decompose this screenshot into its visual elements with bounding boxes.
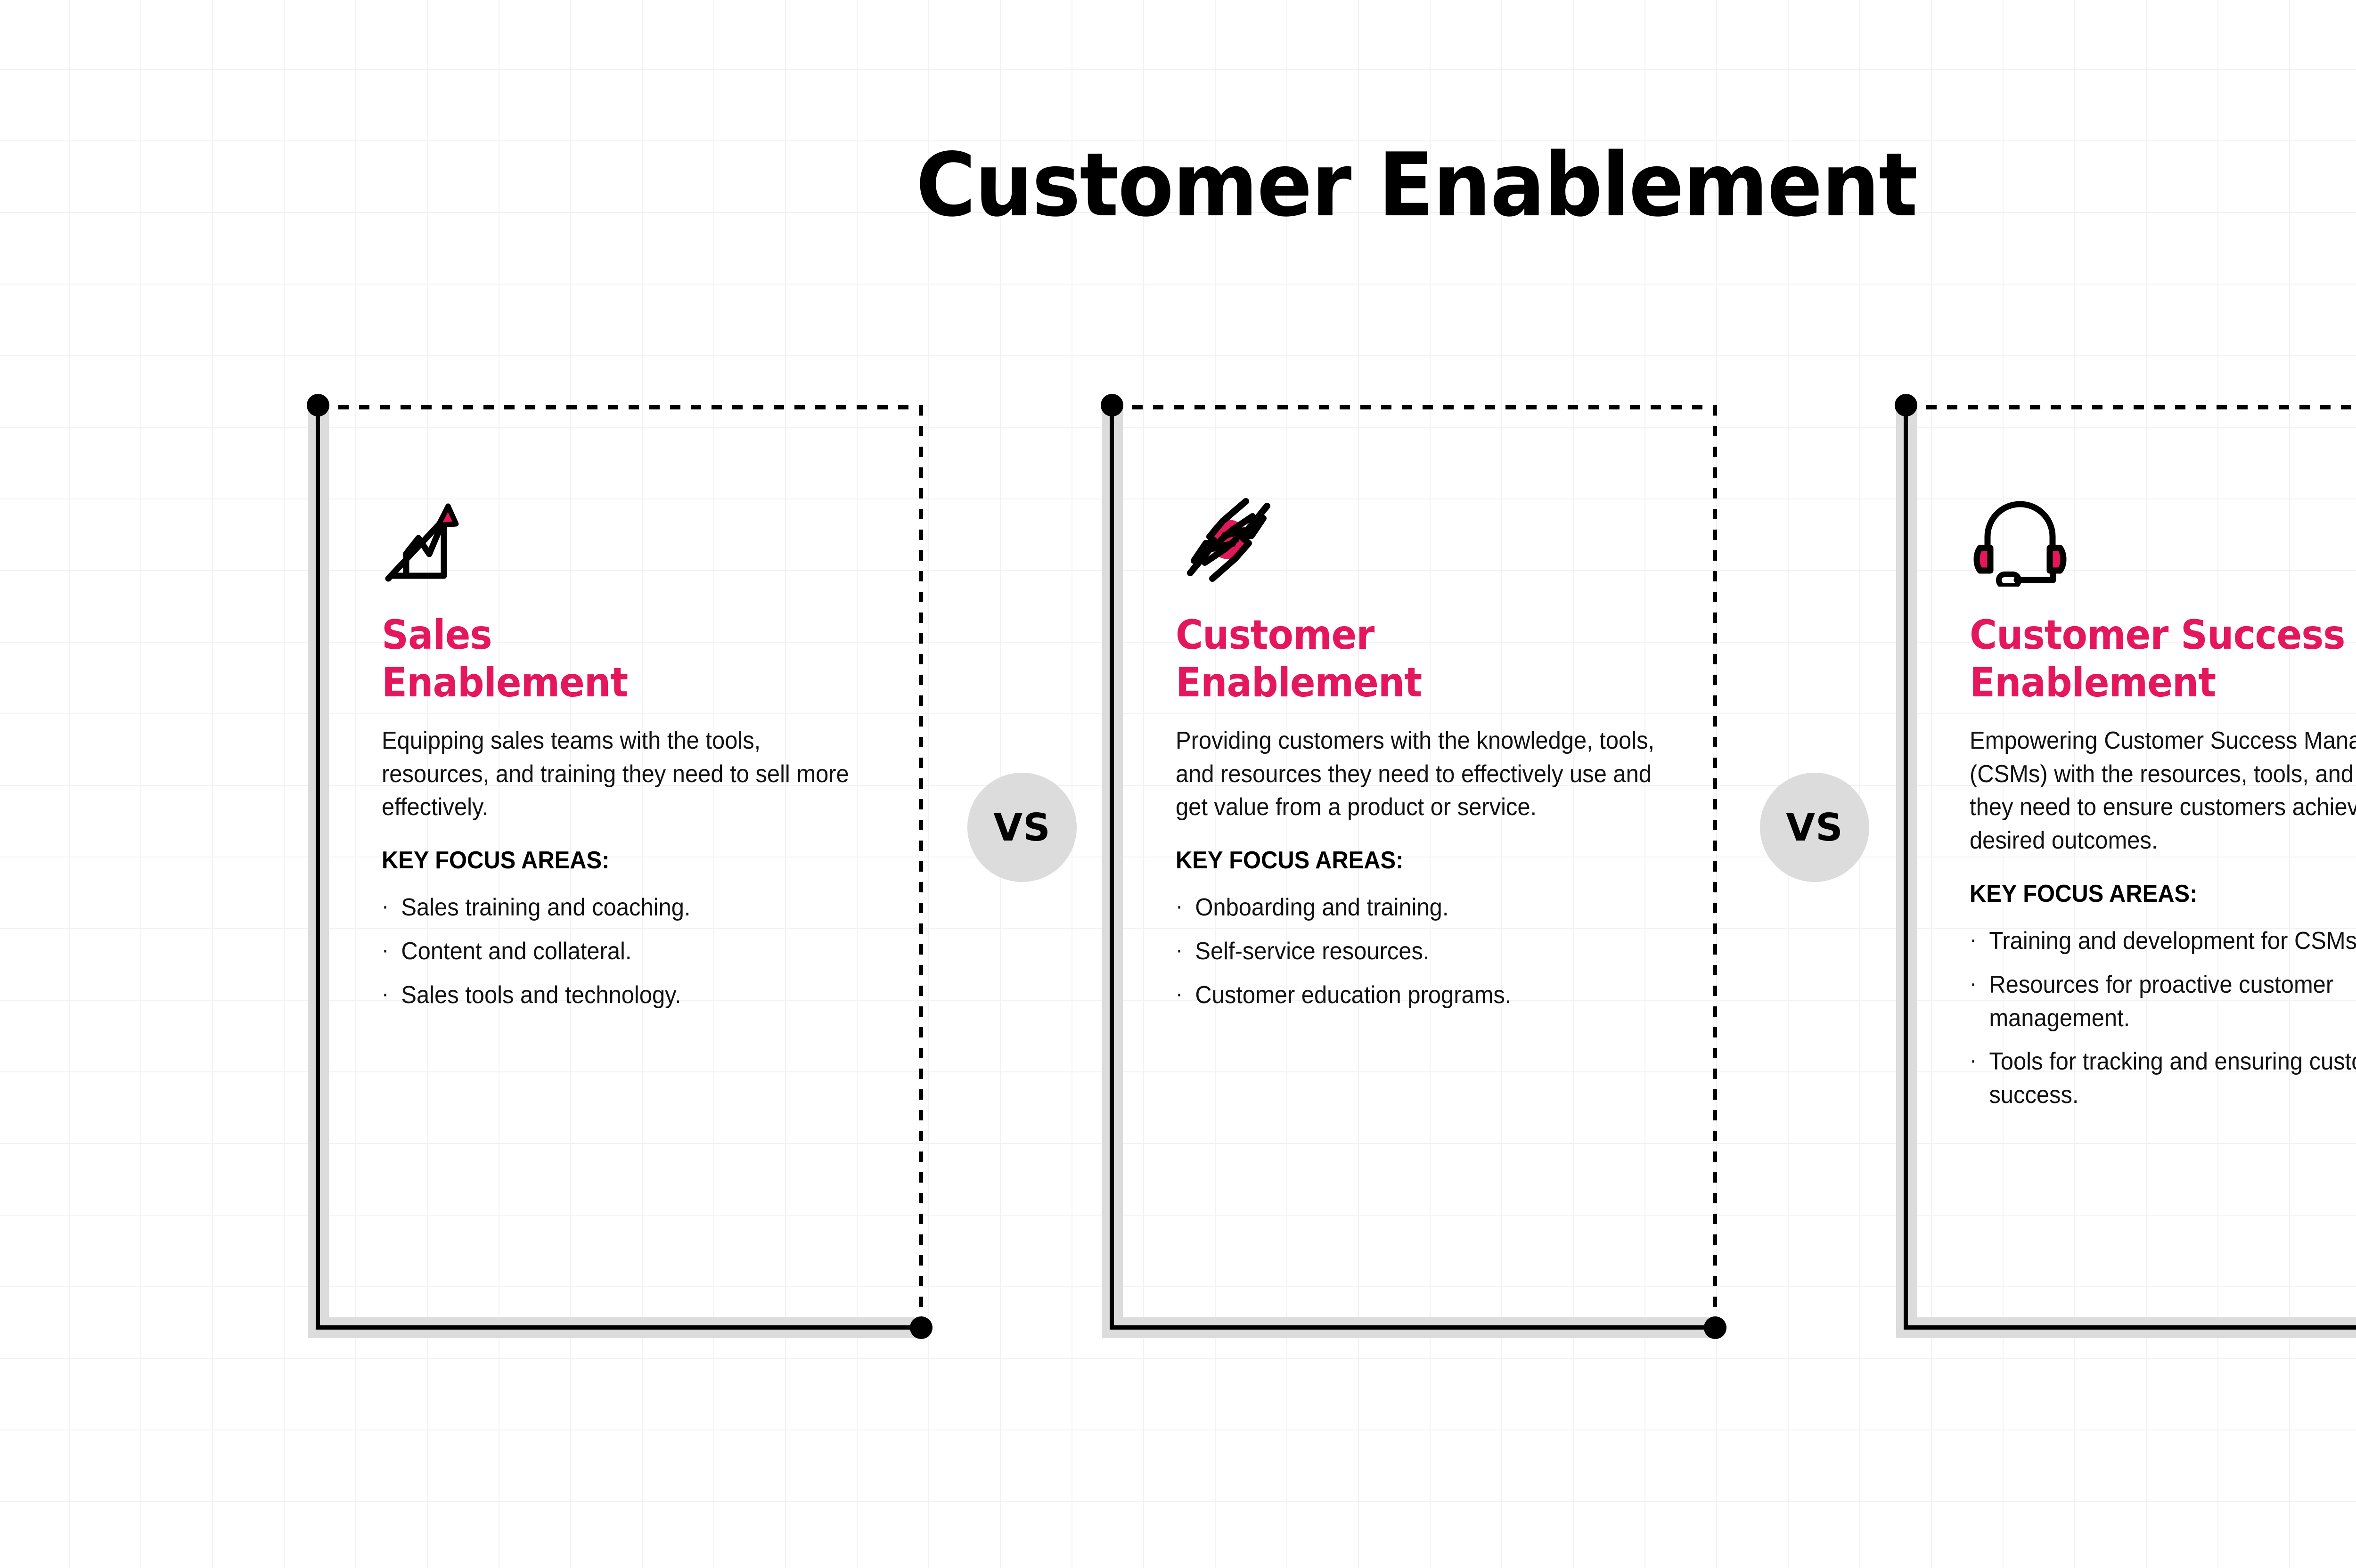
card-frame-top-dashed-edge: [1906, 405, 2356, 409]
card-description: Providing customers with the knowledge, …: [1176, 727, 1655, 821]
card-description: Empowering Customer Success Managers (CS…: [1970, 727, 2356, 855]
list-item: · Resources for proactive customer manag…: [1970, 968, 2356, 1035]
list-item-label: Tools for tracking and ensuring customer…: [1989, 1048, 2356, 1109]
card-heading: Customer Enablement: [1176, 612, 1422, 707]
comparison-card-customer-success-enablement[interactable]: Customer Success Enablement Empowering C…: [1895, 394, 2356, 1338]
list-item: · Onboarding and training.: [1176, 891, 1667, 924]
list-item: · Sales tools and technology.: [382, 979, 873, 1012]
comparison-strip: Sales Enablement Equipping sales teams w…: [0, 386, 2356, 1357]
list-item: · Content and collateral.: [382, 935, 873, 968]
bullet-point-icon: ·: [1970, 927, 1977, 953]
bullet-point-icon: ·: [382, 894, 389, 919]
card-corner-dot-bottom-right: [1704, 1316, 1726, 1339]
bullet-point-icon: ·: [1176, 981, 1183, 1006]
focus-areas-label: KEY FOCUS AREAS:: [1970, 880, 2198, 907]
list-item: · Training and development for CSMs.: [1970, 924, 2356, 958]
card-frame-bottom-edge: [1904, 1325, 2356, 1330]
card-heading: Customer Success Enablement: [1970, 612, 2345, 707]
list-item-label: Onboarding and training.: [1195, 894, 1449, 922]
hands-holding-circle-icon: [1176, 490, 1699, 608]
card-body: Sales Enablement Equipping sales teams w…: [382, 490, 905, 1022]
card-frame-right-dashed-edge: [919, 405, 923, 1330]
list-item: · Tools for tracking and ensuring custom…: [1970, 1045, 2356, 1111]
list-item-label: Resources for proactive customer managem…: [1989, 971, 2334, 1032]
card-heading: Sales Enablement: [382, 612, 628, 707]
card-frame-bottom-edge: [1110, 1325, 1715, 1330]
list-item-label: Content and collateral.: [401, 938, 632, 965]
card-frame-top-dashed-edge: [1112, 405, 1717, 409]
list-item-label: Customer education programs.: [1195, 981, 1512, 1009]
card-frame-left-edge: [1110, 405, 1114, 1330]
vs-badge-1: VS: [967, 773, 1077, 882]
bullet-point-icon: ·: [1970, 1048, 1977, 1073]
page-title: Customer Enablement: [916, 134, 1918, 236]
list-item: · Self-service resources.: [1176, 935, 1667, 968]
comparison-card-customer-enablement[interactable]: Customer Enablement Providing customers …: [1101, 394, 1726, 1339]
bullet-point-icon: ·: [1176, 938, 1183, 963]
bullet-point-icon: ·: [1970, 971, 1977, 996]
growth-chart-icon: [382, 490, 905, 608]
card-corner-dot-top-left: [1895, 394, 1917, 416]
focus-areas-label: KEY FOCUS AREAS:: [1176, 847, 1404, 874]
list-item-label: Sales training and coaching.: [401, 894, 691, 922]
vs-badge-2: VS: [1760, 773, 1869, 882]
card-corner-dot-top-left: [307, 394, 329, 416]
focus-areas-list: · Onboarding and training. · Self-servic…: [1176, 891, 1667, 1012]
list-item: · Sales training and coaching.: [382, 891, 873, 924]
card-corner-dot-top-left: [1101, 394, 1123, 416]
bullet-point-icon: ·: [382, 938, 389, 963]
card-body: Customer Success Enablement Empowering C…: [1970, 490, 2356, 1122]
list-item-label: Self-service resources.: [1195, 938, 1430, 965]
comparison-card-sales-enablement[interactable]: Sales Enablement Equipping sales teams w…: [307, 394, 933, 1339]
card-body: Customer Enablement Providing customers …: [1176, 490, 1699, 1022]
bullet-point-icon: ·: [382, 981, 389, 1006]
card-frame-top-dashed-edge: [318, 405, 923, 409]
card-frame-left-edge: [316, 405, 320, 1330]
list-item: · Customer education programs.: [1176, 979, 1667, 1012]
headset-support-icon: [1970, 490, 2356, 608]
card-frame-left-edge: [1904, 405, 1908, 1330]
list-item-label: Training and development for CSMs.: [1989, 927, 2356, 955]
card-frame-bottom-edge: [316, 1325, 921, 1330]
focus-areas-label: KEY FOCUS AREAS:: [382, 847, 610, 874]
focus-areas-list: · Training and development for CSMs. · R…: [1970, 924, 2356, 1112]
card-description: Equipping sales teams with the tools, re…: [382, 727, 849, 821]
card-frame-right-dashed-edge: [1713, 405, 1717, 1330]
focus-areas-list: · Sales training and coaching. · Content…: [382, 891, 873, 1012]
card-corner-dot-bottom-right: [910, 1316, 933, 1339]
bullet-point-icon: ·: [1176, 894, 1183, 919]
list-item-label: Sales tools and technology.: [401, 981, 681, 1009]
